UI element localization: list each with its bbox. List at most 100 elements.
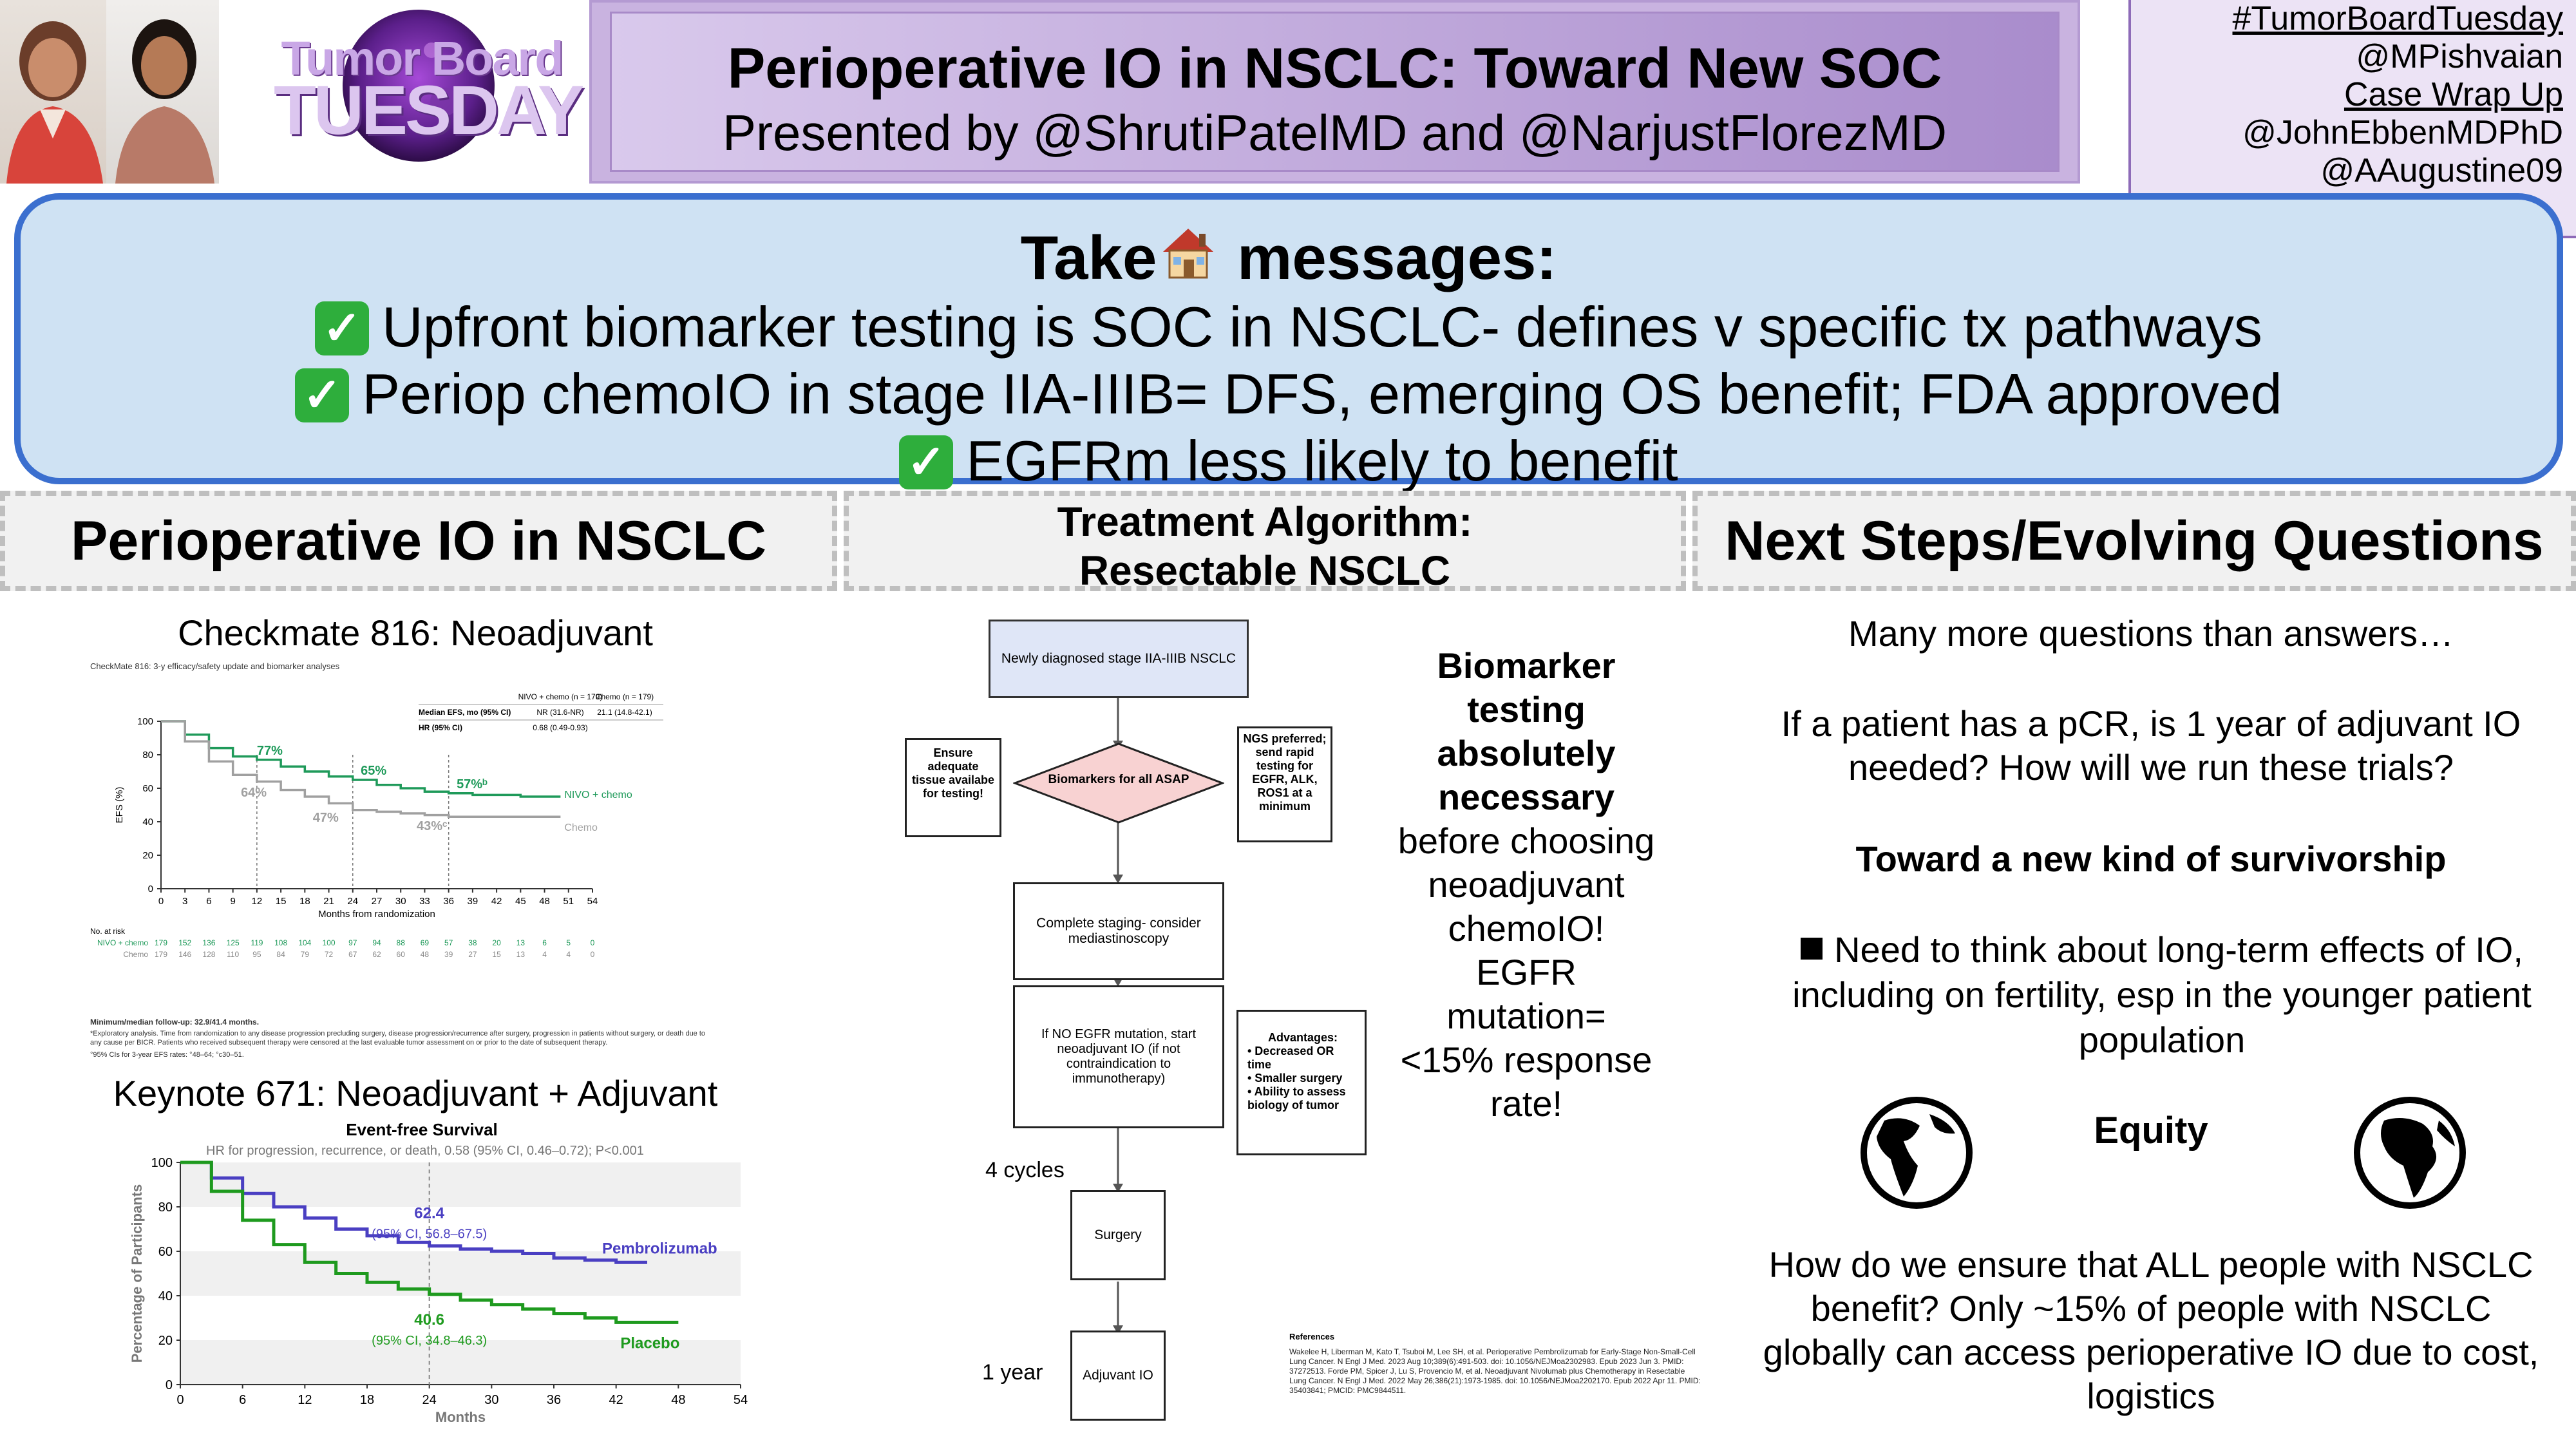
take-home-message-2: ✓Periop chemoIO in stage IIA-IIIB= DFS, … — [21, 361, 2557, 428]
x-tick-label: 21 — [323, 896, 334, 907]
x-tick-label: 48 — [671, 1393, 685, 1407]
flow-note-ngs: NGS preferred; send rapid testing for EG… — [1237, 726, 1332, 842]
flow-box-surgery: Surgery — [1070, 1190, 1166, 1280]
risk-value: 5 — [566, 938, 571, 947]
flow-box-staging: Complete staging- consider mediastinosco… — [1013, 882, 1224, 980]
y-tick-label: 60 — [142, 783, 153, 794]
risk-value: 95 — [252, 950, 261, 959]
grid-band — [180, 1162, 741, 1207]
risk-value: 72 — [325, 950, 334, 959]
risk-value: 100 — [323, 938, 336, 947]
biomarker-bold-line: absolutely — [1437, 733, 1616, 773]
label-4-cycles: 4 cycles — [985, 1158, 1065, 1182]
risk-value: 108 — [274, 938, 287, 947]
x-tick-label: 24 — [422, 1393, 437, 1407]
y-tick-label: 40 — [142, 817, 153, 828]
chart-subtitle: HR for progression, recurrence, or death… — [206, 1144, 644, 1158]
stats-cell: NR (31.6-NR) — [536, 708, 583, 717]
series-label: Chemo — [564, 822, 598, 833]
flow-box-adjuvant-io: Adjuvant IO — [1070, 1331, 1166, 1421]
take-home-message-1: ✓Upfront biomarker testing is SOC in NSC… — [21, 294, 2557, 361]
keynote-671-title: Keynote 671: Neoadjuvant + Adjuvant — [113, 1073, 718, 1113]
advantage-item: • Smaller surgery — [1247, 1072, 1343, 1084]
handle-0[interactable]: #TumorBoardTuesday — [2232, 0, 2564, 37]
x-tick-label: 3 — [182, 896, 187, 907]
x-tick-label: 48 — [539, 896, 550, 907]
risk-value: 119 — [251, 938, 263, 947]
flow-note-advantages: Advantages: • Decreased OR time• Smaller… — [1236, 1010, 1367, 1155]
presenter-photo-2 — [106, 0, 219, 184]
slide-subtitle: Presented by @ShrutiPatelMD and @Narjust… — [722, 104, 1947, 161]
stats-cell: 21.1 (14.8-42.1) — [597, 708, 652, 717]
handle-4: @AAugustine09 — [2320, 152, 2563, 189]
risk-value: 128 — [202, 950, 215, 959]
risk-value: 15 — [492, 950, 501, 959]
risk-value: 6 — [542, 938, 547, 947]
x-tick-label: 51 — [563, 896, 574, 907]
y-tick-label: 100 — [151, 1156, 173, 1170]
risk-value: 97 — [348, 938, 357, 947]
risk-value: 0 — [591, 950, 595, 959]
series-label: NIVO + chemo — [564, 790, 632, 800]
handle-3: @JohnEbbenMDPhD — [2242, 114, 2563, 151]
x-tick-label: 9 — [230, 896, 235, 907]
stats-cell: 0.68 (0.49-0.93) — [533, 723, 587, 732]
biomarker-bold-line: necessary — [1437, 777, 1615, 817]
risk-value: 57 — [444, 938, 453, 947]
checkmate-caption: CheckMate 816: 3-y efficacy/safety updat… — [90, 661, 340, 671]
x-tick-label: 24 — [347, 896, 358, 907]
risk-row-name: NIVO + chemo — [97, 938, 148, 947]
risk-value: 152 — [178, 938, 191, 947]
risk-value: 79 — [301, 950, 310, 959]
series-line — [180, 1160, 647, 1264]
x-tick-label: 42 — [609, 1393, 623, 1407]
advantage-item: • Decreased OR time — [1247, 1045, 1334, 1071]
risk-value: 13 — [516, 950, 526, 959]
risk-value: 179 — [155, 950, 167, 959]
x-axis-label: Months — [435, 1409, 486, 1425]
logo-text-line1: Tumor Board — [281, 32, 564, 85]
handle-1: @MPishvaian — [2356, 38, 2563, 75]
risk-value: 136 — [202, 938, 215, 947]
x-tick-label: 0 — [176, 1393, 184, 1407]
x-tick-label: 39 — [468, 896, 478, 907]
take-home-message-3: ✓EGFRm less likely to benefit — [21, 428, 2557, 495]
data-label: 77% — [257, 744, 283, 758]
y-tick-label: 60 — [158, 1245, 173, 1259]
y-tick-label: 80 — [158, 1200, 173, 1215]
many-questions-text: Many more questions than answers… — [1848, 613, 2454, 654]
globe-africa-icon — [2352, 1095, 2468, 1211]
risk-value: 4 — [542, 950, 547, 959]
data-label: 40.6 — [414, 1311, 444, 1329]
x-tick-label: 30 — [395, 896, 406, 907]
biomarker-text-line: <15% response — [1400, 1039, 1653, 1080]
y-tick-label: 80 — [142, 750, 153, 761]
biomarker-bold-line: testing — [1467, 689, 1586, 730]
x-tick-label: 54 — [734, 1393, 748, 1407]
chart-title: Event-free Survival — [346, 1120, 498, 1139]
data-label: 57%ᵇ — [457, 777, 488, 791]
x-tick-label: 15 — [276, 896, 287, 907]
data-label-ci: (95% CI, 56.8–67.5) — [372, 1227, 487, 1241]
equity-heading: Equity — [2094, 1110, 2208, 1151]
handle-2[interactable]: Case Wrap Up — [2344, 76, 2563, 113]
section-header-middle: Treatment Algorithm: Resectable NSCLC — [844, 491, 1686, 594]
x-tick-label: 0 — [158, 896, 164, 907]
risk-value: 67 — [348, 950, 357, 959]
x-axis-label: Months from randomization — [318, 909, 435, 920]
flow-note-tissue: Ensure adequate tissue availabe for test… — [905, 738, 1001, 837]
x-tick-label: 36 — [547, 1393, 561, 1407]
data-label: 64% — [241, 786, 267, 800]
risk-row-name: Chemo — [123, 950, 148, 959]
risk-value: 179 — [155, 938, 167, 947]
presenter-photo-1 — [0, 0, 106, 184]
y-tick-label: 100 — [137, 716, 153, 727]
series-label: Pembrolizumab — [602, 1240, 717, 1257]
risk-value: 69 — [421, 938, 430, 947]
risk-value: 20 — [492, 938, 501, 947]
x-tick-label: 27 — [372, 896, 383, 907]
x-tick-label: 30 — [484, 1393, 498, 1407]
risk-value: 48 — [421, 950, 430, 959]
y-tick-label: 20 — [158, 1334, 173, 1348]
x-tick-label: 12 — [298, 1393, 312, 1407]
